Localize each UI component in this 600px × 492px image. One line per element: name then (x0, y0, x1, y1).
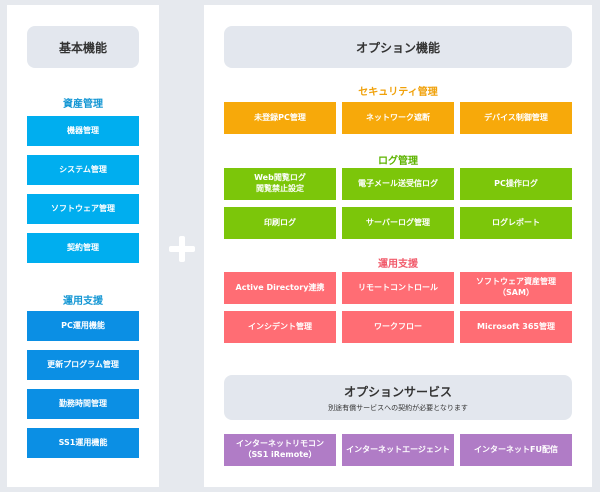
log-item-server: サーバーログ管理 (342, 207, 454, 239)
option-services-header: オプションサービス 別途有償サービスへの契約が必要となります (224, 375, 572, 420)
security-item-network-block: ネットワーク遮断 (342, 102, 454, 134)
ops-item-ss1: SS1運用機能 (27, 428, 139, 458)
basic-ops-support-label: 運用支援 (63, 296, 103, 307)
log-management-label: ログ管理 (378, 156, 418, 167)
service-item-iremote: インターネットリモコン （SS1 iRemote） (224, 434, 336, 466)
option-features-header: オプション機能 (224, 26, 572, 68)
option-features-title: オプション機能 (355, 40, 440, 55)
option-services-subtitle: 別途有償サービスへの契約が必要となります (328, 404, 468, 412)
option-services-title: オプションサービス (343, 385, 452, 399)
asset-item-software: ソフトウェア管理 (27, 194, 139, 224)
option-ops-support-label: 運用支援 (378, 259, 418, 270)
service-item-fu-delivery: インターネットFU配信 (460, 434, 572, 466)
ops-option-m365: Microsoft 365管理 (460, 311, 572, 343)
ops-option-remote-control: リモートコントロール (342, 272, 454, 304)
log-item-report: ログレポート (460, 207, 572, 239)
ops-option-incident: インシデント管理 (224, 311, 336, 343)
security-management-label: セキュリティ管理 (358, 87, 438, 98)
log-item-print: 印刷ログ (224, 207, 336, 239)
security-item-device-control: デバイス制御管理 (460, 102, 572, 134)
basic-features-title: 基本機能 (58, 40, 107, 55)
asset-item-contract: 契約管理 (27, 233, 139, 263)
ops-item-worktime: 勤務時間管理 (27, 389, 139, 419)
asset-item-system: システム管理 (27, 155, 139, 185)
ops-item-pc: PC運用機能 (27, 311, 139, 341)
asset-item-device: 機器管理 (27, 116, 139, 146)
log-item-email: 電子メール送受信ログ (342, 168, 454, 200)
plus-icon (169, 236, 195, 262)
basic-features-header: 基本機能 (27, 26, 139, 68)
ops-option-sam: ソフトウェア資産管理 （SAM） (460, 272, 572, 304)
ops-item-update: 更新プログラム管理 (27, 350, 139, 380)
log-item-web: Web閲覧ログ 閲覧禁止設定 (224, 168, 336, 200)
ops-option-workflow: ワークフロー (342, 311, 454, 343)
service-item-internet-agent: インターネットエージェント (342, 434, 454, 466)
log-item-pc-operation: PC操作ログ (460, 168, 572, 200)
security-item-unregistered-pc: 未登録PC管理 (224, 102, 336, 134)
ops-option-active-directory: Active Directory連携 (224, 272, 336, 304)
asset-management-label: 資産管理 (63, 99, 103, 110)
